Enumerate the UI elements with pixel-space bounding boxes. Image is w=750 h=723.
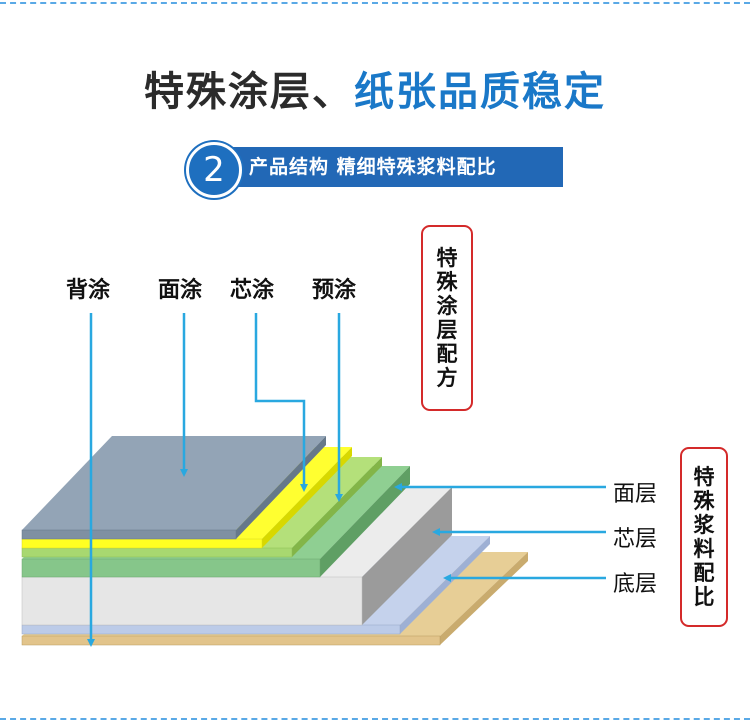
subtitle-text: 产品结构 精细特殊浆料配比	[249, 156, 497, 178]
top-dashed-border	[0, 2, 750, 4]
base-layer-label: 底层	[613, 572, 658, 597]
slurry-char: 特	[693, 465, 715, 489]
title-part-blue: 纸张品质稳定	[354, 69, 606, 115]
core-layer-label: 芯层	[613, 527, 658, 552]
formula-char: 特	[436, 246, 458, 270]
face-coat-label: 面涂	[158, 278, 203, 303]
slurry-char: 配	[693, 561, 715, 585]
face-layer-label: 面层	[613, 482, 658, 507]
slurry-char: 殊	[693, 489, 715, 513]
formula-char: 涂	[436, 294, 458, 318]
slurry-char: 比	[693, 585, 715, 609]
core-coat-label: 芯涂	[230, 278, 275, 303]
step-number-badge: 2	[186, 142, 242, 198]
formula-char: 配	[436, 342, 458, 366]
bottom-dashed-border	[0, 718, 750, 720]
coating-formula-box: 特 殊 涂 层 配 方	[421, 225, 473, 411]
slurry-ratio-box: 特 殊 浆 料 配 比	[680, 447, 728, 627]
formula-char: 层	[436, 318, 458, 342]
subtitle-banner: 产品结构 精细特殊浆料配比	[231, 147, 563, 187]
formula-char: 方	[436, 366, 458, 390]
slurry-char: 浆	[693, 513, 715, 537]
title-part-dark: 特殊涂层、	[144, 69, 354, 115]
core-coat-arrow	[254, 313, 308, 492]
slurry-char: 料	[693, 537, 715, 561]
page-title: 特殊涂层、纸张品质稳定	[0, 66, 750, 118]
back-coat-label: 背涂	[66, 278, 111, 303]
pre-coat-label: 预涂	[312, 278, 357, 303]
formula-char: 殊	[436, 270, 458, 294]
